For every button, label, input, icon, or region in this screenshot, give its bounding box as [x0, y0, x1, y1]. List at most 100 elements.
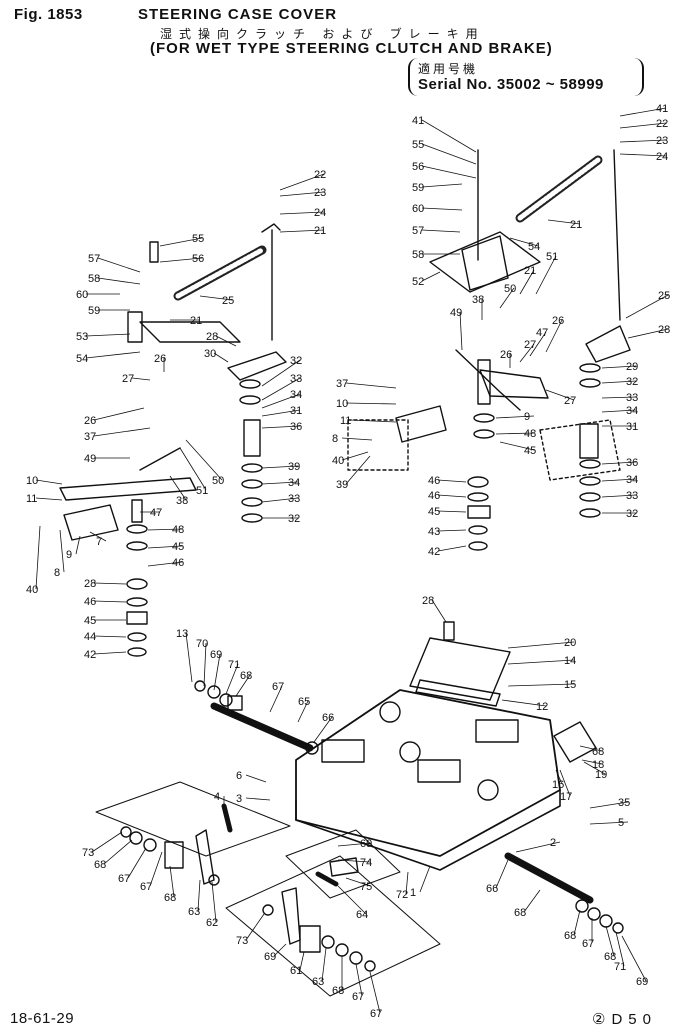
right-arm-47 [455, 349, 521, 411]
callout-label: 20 [564, 637, 576, 649]
callout-label: 29 [626, 361, 638, 373]
part-drawings [59, 149, 631, 997]
left-washer-34 [241, 463, 263, 473]
callout-leader [131, 377, 151, 381]
callout-label: 45 [172, 541, 184, 553]
callout-leader [535, 255, 557, 295]
callout-label: 15 [564, 679, 576, 691]
callout-label: 25 [222, 295, 234, 307]
callout-leader [269, 685, 283, 713]
callout-label: 72 [396, 889, 408, 901]
right-case-hidden-2 [539, 419, 621, 481]
callout-leader [299, 951, 305, 971]
callout-leader [203, 642, 207, 687]
callout-label: 25 [658, 290, 670, 302]
callout-labels: 2223242155565758605925215354283026273233… [26, 103, 670, 1020]
right-washer-33 [579, 476, 601, 486]
shaft-65 [210, 702, 314, 752]
callout-label: 60 [412, 203, 424, 215]
callout-leader [273, 943, 287, 957]
left-washer-45-lower [126, 597, 148, 607]
footer-code: 18-61-29 [10, 1010, 75, 1027]
callout-leader [97, 257, 141, 273]
right-spring-25-coils [517, 157, 601, 221]
callout-label: 12 [536, 701, 548, 713]
callout-leader [555, 769, 563, 785]
callout-label: 66 [322, 712, 334, 724]
callout-label: 21 [314, 225, 326, 237]
callout-leader [515, 841, 561, 853]
sleeve-63 [164, 841, 184, 869]
callout-label: 73 [82, 847, 94, 859]
callout-label: 58 [412, 249, 424, 261]
ring-69-b [262, 904, 274, 916]
callout-leader [495, 415, 535, 419]
callout-label: 45 [428, 506, 440, 518]
callout-leader [261, 393, 301, 409]
callout-leader [59, 529, 65, 573]
callout-leader [437, 494, 467, 498]
callout-label: 37 [336, 378, 348, 390]
callout-label: 36 [626, 457, 638, 469]
callout-leader [499, 287, 515, 309]
callout-label: 8 [54, 567, 60, 579]
callout-leader [279, 211, 325, 215]
callout-leader [519, 269, 535, 295]
callout-label: 55 [192, 233, 204, 245]
callout-leader [421, 207, 463, 211]
callout-label: 39 [288, 461, 300, 473]
callout-leader [75, 535, 81, 555]
callout-leader [601, 478, 637, 482]
callout-label: 73 [236, 935, 248, 947]
left-rod-21-head [261, 223, 281, 233]
callout-label: 22 [314, 169, 326, 181]
callout-label: 31 [290, 405, 302, 417]
right-rod-21 [613, 149, 621, 321]
callout-leader [421, 229, 461, 233]
callout-label: 44 [84, 631, 96, 643]
right-washer-32 [579, 492, 601, 502]
callout-label: 38 [472, 294, 484, 306]
callout-label: 50 [212, 475, 224, 487]
left-shaft-36 [243, 419, 261, 457]
callout-label: 50 [504, 283, 516, 295]
left-washer-42 [127, 632, 147, 642]
callout-label: 22 [656, 118, 668, 130]
callout-leader [35, 497, 63, 501]
right-washer-32-upper [579, 363, 601, 373]
callout-leader [213, 653, 221, 691]
callout-leader [437, 479, 467, 483]
callout-leader [345, 877, 371, 887]
callout-label: 32 [626, 508, 638, 520]
callout-label: 14 [564, 655, 576, 667]
callout-leader [545, 389, 575, 401]
callout-label: 21 [570, 219, 582, 231]
callout-label: 42 [428, 546, 440, 558]
callout-label: 63 [188, 906, 200, 918]
callout-leader [459, 311, 463, 351]
callout-label: 17 [560, 791, 572, 803]
callout-label: 36 [290, 421, 302, 433]
assembly-frame-center [225, 855, 441, 997]
callout-label: 54 [528, 241, 540, 253]
callout-leader [547, 219, 581, 225]
callout-label: 69 [210, 649, 222, 661]
callout-leader [211, 881, 217, 923]
callout-label: 53 [76, 331, 88, 343]
callout-leader [89, 531, 107, 542]
callout-label: 33 [290, 373, 302, 385]
callout-leader [621, 935, 647, 982]
callout-label: 45 [84, 615, 96, 627]
callout-leader [601, 380, 637, 384]
callout-leader [355, 963, 363, 997]
callout-leader [421, 165, 477, 179]
callout-label: 67 [582, 938, 594, 950]
callout-label: 60 [76, 289, 88, 301]
callout-leader [499, 441, 535, 451]
callout-leader [405, 871, 409, 895]
callout-label: 58 [88, 273, 100, 285]
callout-label: 26 [552, 315, 564, 327]
callout-leader [509, 237, 539, 247]
callout-leader [421, 271, 441, 282]
callout-label: 32 [290, 355, 302, 367]
